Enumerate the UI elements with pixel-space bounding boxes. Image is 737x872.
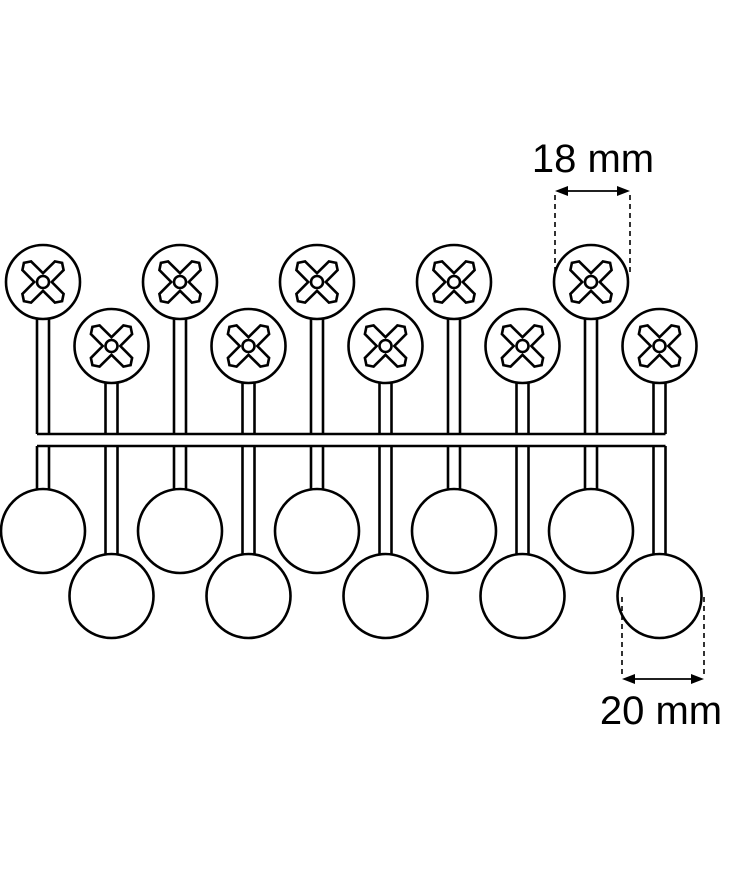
dimension-label-20mm: 20 mm — [600, 689, 722, 733]
cross-recess-shape — [500, 323, 545, 369]
cross-center-hole — [309, 274, 325, 290]
round-cap — [0, 487, 87, 575]
arrowhead-right-icon — [617, 186, 630, 196]
screw-head-x-icon — [4, 243, 82, 321]
cross-center-hole — [583, 274, 599, 290]
round-cap — [273, 487, 361, 575]
cross-center-hole — [652, 338, 667, 354]
round-cap — [205, 552, 292, 640]
cross-recess-shape — [363, 323, 408, 369]
round-cap — [136, 487, 224, 575]
round-cap — [410, 487, 498, 575]
cross-center-hole — [172, 274, 188, 290]
cross-center-hole — [378, 338, 393, 354]
round-cap — [616, 552, 703, 640]
round-cap — [479, 552, 566, 640]
arrowhead-left-icon — [555, 186, 568, 196]
screw-head-x-icon — [141, 243, 219, 321]
round-cap — [547, 487, 635, 575]
screw-head-x-icon — [278, 243, 356, 321]
cross-recess-shape — [89, 323, 134, 369]
cross-center-hole — [446, 274, 462, 290]
cross-center-hole — [241, 338, 256, 354]
cross-center-hole — [104, 338, 119, 354]
cross-recess-shape — [431, 259, 477, 305]
sprue-frame — [35, 318, 667, 556]
screw-head-x-icon — [415, 243, 493, 321]
screw-head-x-icon — [552, 243, 630, 321]
cross-recess-shape — [294, 259, 340, 305]
screw-head-x-icon — [621, 307, 698, 385]
dimension-label-18mm: 18 mm — [532, 137, 654, 181]
cross-recess-shape — [226, 323, 271, 369]
screw-head-x-icon — [347, 307, 424, 385]
cross-center-hole — [515, 338, 530, 354]
cross-center-hole — [35, 274, 51, 290]
screw-head-x-icon — [210, 307, 287, 385]
cross-recess-shape — [20, 259, 66, 305]
cross-recess-shape — [568, 259, 614, 305]
round-cap — [342, 552, 429, 640]
arrowhead-right-icon — [691, 674, 704, 684]
arrowhead-left-icon — [622, 674, 635, 684]
screw-caps-row — [4, 243, 698, 385]
round-cap — [68, 552, 155, 640]
dimension-20mm: 20 mm — [600, 597, 722, 733]
dimension-18mm: 18 mm — [532, 137, 654, 272]
screw-head-x-icon — [73, 307, 150, 385]
round-caps-row — [0, 487, 703, 640]
screw-head-x-icon — [484, 307, 561, 385]
cross-recess-shape — [637, 323, 682, 369]
cross-recess-shape — [157, 259, 203, 305]
